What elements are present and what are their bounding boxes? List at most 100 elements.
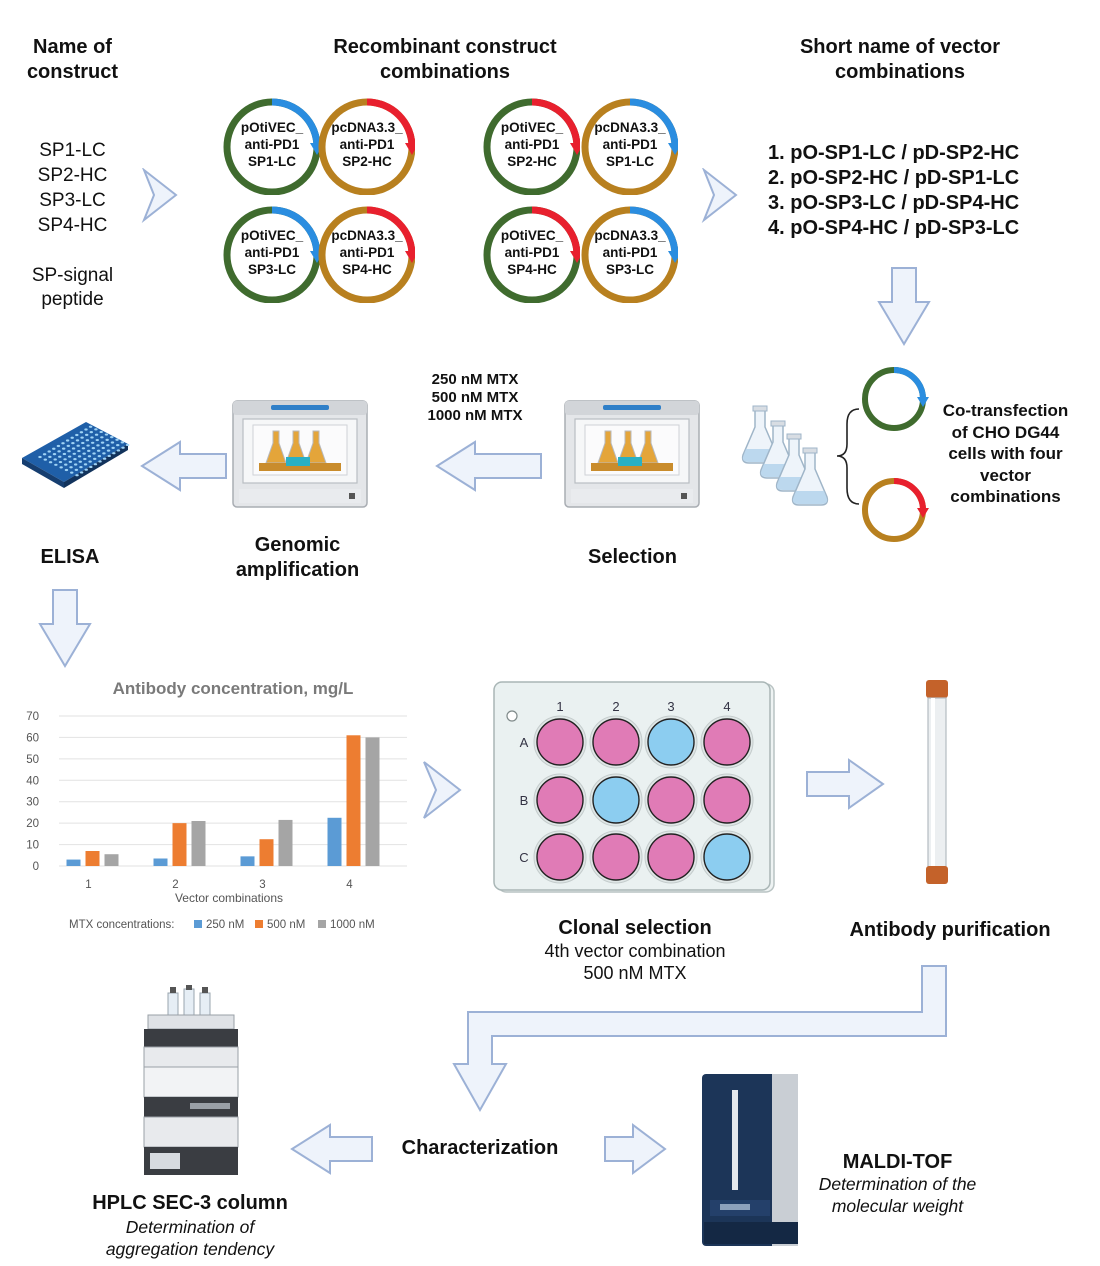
construct-item: SP1-LC [39,140,106,161]
incubator-icon [564,400,700,508]
clonal-sub: 4th vector combination 500 nM MTX [500,940,770,984]
plasmid-label-line: anti-PD1 [339,245,395,260]
bar [365,737,380,866]
plate-row-label: B [520,793,529,808]
genomic-line: amplification [235,559,360,581]
header-short-name: Short name of vector combinations [760,35,1040,85]
y-tick-label: 0 [33,861,39,873]
plasmid-ring-icon [483,206,580,303]
plate-row-label: A [520,735,529,750]
bar [259,839,274,866]
plasmid-label-line: pcDNA3.3_ [331,228,403,243]
legend-label: 250 nM [206,919,244,931]
legend-swatch [318,920,326,928]
short-name-item: 3. pO-SP3-LC / pD-SP4-HC [768,192,1020,214]
plasmid-ring-icon [581,206,678,303]
antibody-chart: Antibody concentration, mg/L010203040506… [26,679,407,931]
arrow-left-icon [435,440,542,492]
flasks-icon [741,405,829,506]
bar [66,859,81,866]
bar [172,823,187,866]
well [536,776,584,824]
y-tick-label: 40 [26,775,39,787]
chevron-right-icon [423,761,462,819]
header-line: construct [26,61,119,83]
plasmid-label-line: anti-PD1 [244,245,300,260]
well [647,776,695,824]
cotransfection-line: cells with four [948,444,1063,463]
arrow-down-icon [38,589,92,668]
well [703,718,751,766]
hplc-sub: Determination of aggregation tendency [80,1216,300,1260]
bar [240,856,255,866]
sp-note-line: peptide [41,289,104,310]
genomic-label: Genomic amplification [215,533,380,583]
maldi-instrument-icon [702,1074,798,1246]
construct-list: SP1-LC SP2-HC SP3-LC SP4-HC [10,138,135,238]
short-name-item: 2. pO-SP2-HC / pD-SP1-LC [768,167,1020,189]
cotransfection-line: vector [979,465,1032,485]
brace-icon [836,408,860,505]
plasmid-ring-icon [483,98,580,195]
genomic-line: Genomic [254,534,341,556]
plasmid-label-line: SP3-LC [247,262,296,277]
hplc-sub-line: Determination of [125,1217,255,1237]
plasmid-label-line: anti-PD1 [504,137,560,152]
bar [104,854,119,866]
plasmid-label-line: SP2-HC [342,154,392,169]
plasmid-label-line: pOtiVEC_ [240,120,304,135]
legend-label: 500 nM [267,919,305,931]
maldi-sub: Determination of the molecular weight [795,1173,1000,1217]
hplc-label: HPLC SEC-3 column [92,1192,288,1214]
plasmid-ring-icon [318,98,415,195]
bar [346,735,361,866]
well [703,833,751,881]
header-line: Name of [33,36,112,58]
clonal-sub-line: 4th vector combination [544,941,726,961]
legend-title: MTX concentrations: [69,919,174,931]
plasmid-ring-icon [581,98,678,195]
arrow-right-icon [604,1123,667,1175]
plasmid-label-line: SP1-LC [247,154,296,169]
short-name-item: 4. pO-SP4-HC / pD-SP3-LC [768,217,1020,239]
plasmid-label-line: anti-PD1 [504,245,560,260]
plasmid-label-line: SP2-HC [507,154,557,169]
header-line: combinations [834,61,965,83]
x-axis-label: Vector combinations [175,891,283,905]
plasmid-label-line: anti-PD1 [602,245,658,260]
plasmid-label-line: pcDNA3.3_ [594,120,666,135]
plasmid-ring-icon [223,206,320,303]
cotransfection-label: Co-transfection of CHO DG44 cells with f… [933,400,1078,508]
clonal-selection-label: Clonal selection [558,917,712,939]
construct-item: SP2-HC [37,165,108,186]
legend-swatch [255,920,263,928]
header-recombinant: Recombinant construct combinations [300,35,590,85]
plasmid-label-line: pOtiVEC_ [500,120,564,135]
arrow-right-icon [806,758,885,810]
cotransfection-line: Co-transfection [942,401,1069,420]
chevron-right-icon [701,168,738,223]
characterization-label: Characterization [401,1137,559,1159]
legend-label: 1000 nM [330,919,375,931]
plasmid-label-line: pcDNA3.3_ [331,120,403,135]
chart-title: Antibody concentration, mg/L [113,679,354,698]
mtx-level: 250 nM MTX [431,371,519,388]
cotransfection-plasmids [836,367,929,542]
plasmid-ring-icon [223,98,320,195]
incubator-icon [232,400,368,508]
plasmid-label-line: SP1-LC [605,154,654,169]
plate-col-label: 1 [556,699,563,714]
plasmid-label-line: anti-PD1 [339,137,395,152]
hplc-instrument-icon [143,985,239,1175]
mtx-level: 500 nM MTX [431,389,519,406]
construct-item: SP4-HC [37,215,108,236]
y-tick-label: 70 [26,711,39,723]
construct-item: SP3-LC [39,190,106,211]
legend-swatch [194,920,202,928]
